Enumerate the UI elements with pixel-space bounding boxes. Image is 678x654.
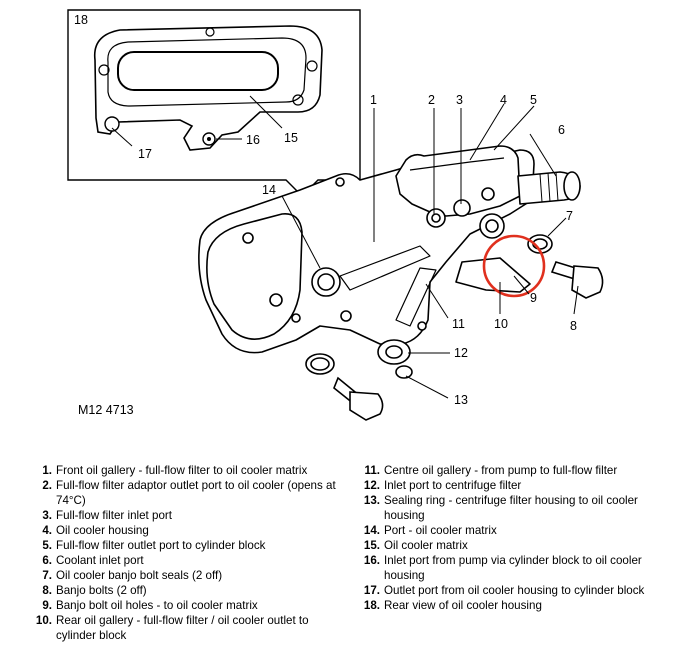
legend-item-text: Full-flow filter outlet port to cylinder… [56,539,266,552]
inset-outlet-port [104,116,120,132]
legend-item-number: 18. [363,599,380,612]
inset-rear-view: 18 17 16 15 [67,9,361,197]
legend-item-text: Full-flow filter adaptor outlet port to … [56,479,336,507]
legend-item: 1. Front oil gallery - full-flow filter t… [28,463,344,478]
legend-item-number: 16. [363,554,380,567]
legend-item-text: Centre oil gallery - from pump to full-f… [384,464,618,477]
callout-4: 4 [500,93,507,107]
oil-cooler-housing-drawing [198,145,581,365]
legend-item-text: Oil cooler matrix [384,539,468,552]
inset-callout-16: 16 [246,133,260,147]
legend-item: 9. Banjo bolt oil holes - to oil cooler m… [28,598,344,613]
legend-item: 3. Full-flow filter inlet port [28,508,344,523]
legend-item-number: 17. [363,584,380,597]
legend-item-number: 6. [42,554,52,567]
legend-item: 5. Full-flow filter outlet port to cylind… [28,538,344,553]
legend-item-text: Rear view of oil cooler housing [384,599,542,612]
legend-item-text: Sealing ring - centrifuge filter housing… [384,494,638,522]
callout-2: 2 [428,93,435,107]
banjo-bolt-upper [571,265,604,299]
legend-item-text: Banjo bolts (2 off) [56,584,147,597]
legend-item: 14. Port - oil cooler matrix [356,523,656,538]
oil-cooler-diagram: 18 17 16 15 [67,9,604,421]
legend-item: 15. Oil cooler matrix [356,538,656,553]
callout-8: 8 [570,319,577,333]
inset-number-label: 18 [74,13,88,27]
callout-7: 7 [566,209,573,223]
legend-item-text: Oil cooler banjo bolt seals (2 off) [56,569,223,582]
legend-item: 10. Rear oil gallery - full-flow filter /… [28,613,344,643]
legend-item-number: 13. [363,494,380,507]
callout-5: 5 [530,93,537,107]
legend-item-number: 10. [35,614,52,627]
legend-item: 11. Centre oil gallery - from pump to ful… [356,463,656,478]
legend-item: 6. Coolant inlet port [28,553,344,568]
legend-item: 12. Inlet port to centrifuge filter [356,478,656,493]
legend-item-number: 12. [363,479,380,492]
legend-item: 4. Oil cooler housing [28,523,344,538]
banjo-bolts-and-seals [305,234,604,421]
legend-item-text: Inlet port to centrifuge filter [384,479,522,492]
legend-item-text: Front oil gallery - full-flow filter to … [56,464,308,477]
legend-item: 13. Sealing ring - centrifuge filter hous… [356,493,656,523]
legend-item-text: Full-flow filter inlet port [56,509,172,522]
legend-item-text: Coolant inlet port [56,554,144,567]
callout-numbers: 1 2 3 4 5 6 7 8 9 10 11 12 13 14 [262,93,577,407]
callout-13: 13 [454,393,468,407]
legend-item-text: Oil cooler housing [56,524,149,537]
legend-item-number: 4. [42,524,52,537]
legend-item-number: 7. [42,569,52,582]
legend-item-text: Rear oil gallery - full-flow filter / oi… [56,614,309,642]
inset-callout-15: 15 [284,131,298,145]
legend-item-text: Outlet port from oil cooler housing to c… [384,584,645,597]
legend-item: 16. Inlet port from pump via cylinder blo… [356,553,656,583]
legend-item-number: 2. [42,479,52,492]
callout-3: 3 [456,93,463,107]
legend-item-number: 15. [363,539,380,552]
callout-11: 11 [452,317,465,331]
callout-leaders [281,103,579,399]
legend-item: 8. Banjo bolts (2 off) [28,583,344,598]
legend-item-number: 1. [42,464,52,477]
legend-item-number: 14. [363,524,380,537]
legend-item-text: Inlet port from pump via cylinder block … [384,554,642,582]
legend-item-number: 5. [42,539,52,552]
legend-item: 2. Full-flow filter adaptor outlet port t… [28,478,344,508]
inset-callout-17: 17 [138,147,152,161]
callout-9: 9 [530,291,537,305]
callout-14: 14 [262,183,276,197]
legend-item-text: Port - oil cooler matrix [384,524,497,537]
legend-item-number: 8. [42,584,52,597]
figure-reference: M12 4713 [78,403,134,417]
legend-item-number: 9. [42,599,52,612]
legend-left-column: 1. Front oil gallery - full-flow filter t… [28,463,344,643]
banjo-bolt-lower [349,391,384,421]
legend-item: 7. Oil cooler banjo bolt seals (2 off) [28,568,344,583]
callout-6: 6 [558,123,565,137]
legend-item-number: 11. [364,464,380,477]
callout-12: 12 [454,346,468,360]
legend-item-number: 3. [42,509,52,522]
legend-right-column: 11. Centre oil gallery - from pump to ful… [356,463,656,613]
legend-item: 18. Rear view of oil cooler housing [356,598,656,613]
callout-1: 1 [370,93,377,107]
inset-oil-cooler-matrix [117,51,279,91]
highlight-circle [482,234,546,298]
legend-item-text: Banjo bolt oil holes - to oil cooler mat… [56,599,258,612]
legend-item: 17. Outlet port from oil cooler housing t… [356,583,656,598]
callout-10: 10 [494,317,508,331]
